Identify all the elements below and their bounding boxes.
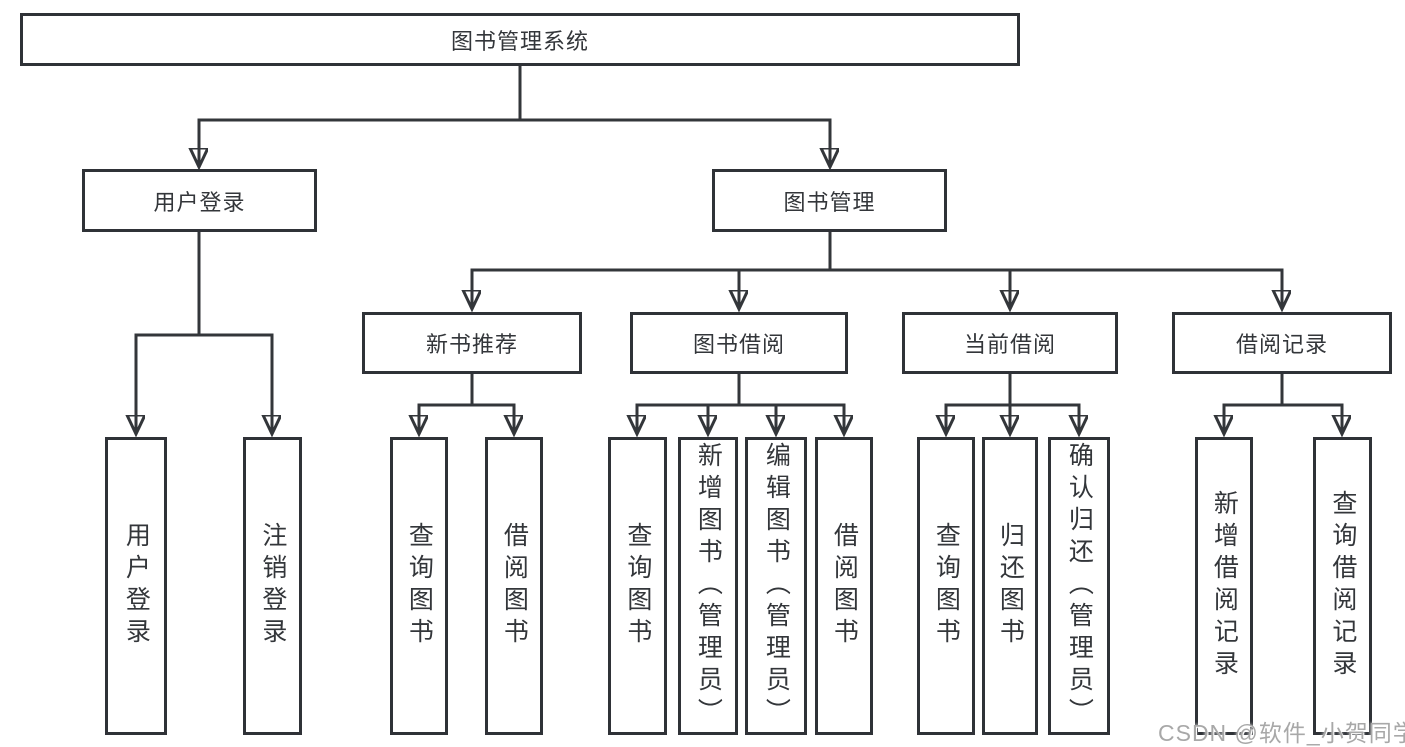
node-borrow-records: 借阅记录 bbox=[1172, 312, 1392, 374]
leaf-return-book: 归还图书 bbox=[982, 437, 1038, 735]
node-new-book-recommend: 新书推荐 bbox=[362, 312, 582, 374]
leaf-borrow-books: 借阅图书 bbox=[815, 437, 873, 735]
node-book-borrow: 图书借阅 bbox=[630, 312, 848, 374]
connector-book-management-branch bbox=[472, 232, 1282, 308]
leaf-edit-book-admin: 编辑图书（管理员） bbox=[745, 437, 807, 735]
csdn-watermark: CSDN @软件_小贺同学 bbox=[1158, 720, 1405, 746]
node-root-label: 图书管理系统 bbox=[450, 28, 589, 54]
node-book-borrow-label: 图书借阅 bbox=[692, 332, 785, 357]
leaf-query-books-borrow-label: 查询图书 bbox=[623, 522, 652, 650]
node-book-management-label: 图书管理 bbox=[783, 189, 876, 215]
node-root-library-system: 图书管理系统 bbox=[20, 13, 1020, 66]
node-current-borrow-label: 当前借阅 bbox=[963, 332, 1056, 357]
connector-current-borrow-branch bbox=[946, 374, 1079, 433]
leaf-user-login: 用户登录 bbox=[105, 437, 167, 735]
leaf-add-book-admin: 新增图书（管理员） bbox=[678, 437, 738, 735]
leaf-query-books-current-label: 查询图书 bbox=[932, 522, 961, 650]
leaf-query-books-borrow: 查询图书 bbox=[608, 437, 667, 735]
node-book-management: 图书管理 bbox=[712, 169, 947, 232]
leaf-query-books-current: 查询图书 bbox=[917, 437, 975, 735]
leaf-query-borrow-record-label: 查询借阅记录 bbox=[1328, 490, 1357, 682]
leaf-query-books-recommend: 查询图书 bbox=[390, 437, 448, 735]
leaf-borrow-books-recommend-label: 借阅图书 bbox=[500, 522, 529, 650]
leaf-borrow-books-label: 借阅图书 bbox=[830, 522, 859, 650]
leaf-add-borrow-record-label: 新增借阅记录 bbox=[1210, 490, 1239, 682]
connector-root-to-level2 bbox=[199, 66, 830, 166]
leaf-confirm-return-admin-label: 确认归还（管理员） bbox=[1065, 442, 1094, 730]
connector-book-borrow-branch bbox=[637, 374, 844, 433]
connector-borrow-records-branch bbox=[1224, 374, 1342, 433]
leaf-logout-label: 注销登录 bbox=[258, 522, 287, 650]
leaf-query-borrow-record: 查询借阅记录 bbox=[1313, 437, 1372, 735]
leaf-add-book-admin-label: 新增图书（管理员） bbox=[694, 442, 723, 730]
leaf-confirm-return-admin: 确认归还（管理员） bbox=[1048, 437, 1110, 735]
leaf-user-login-label: 用户登录 bbox=[122, 522, 151, 650]
connector-user-login-branch bbox=[136, 232, 272, 433]
connector-new-book-branch bbox=[419, 374, 514, 433]
leaf-return-book-label: 归还图书 bbox=[996, 522, 1025, 650]
node-user-login-label: 用户登录 bbox=[153, 189, 246, 215]
leaf-query-books-recommend-label: 查询图书 bbox=[405, 522, 434, 650]
node-current-borrow: 当前借阅 bbox=[902, 312, 1118, 374]
node-new-book-recommend-label: 新书推荐 bbox=[425, 332, 518, 357]
leaf-add-borrow-record: 新增借阅记录 bbox=[1195, 437, 1253, 735]
node-borrow-records-label: 借阅记录 bbox=[1235, 332, 1328, 357]
node-user-login: 用户登录 bbox=[82, 169, 317, 232]
leaf-borrow-books-recommend: 借阅图书 bbox=[485, 437, 543, 735]
leaf-edit-book-admin-label: 编辑图书（管理员） bbox=[762, 442, 791, 730]
leaf-logout: 注销登录 bbox=[243, 437, 302, 735]
